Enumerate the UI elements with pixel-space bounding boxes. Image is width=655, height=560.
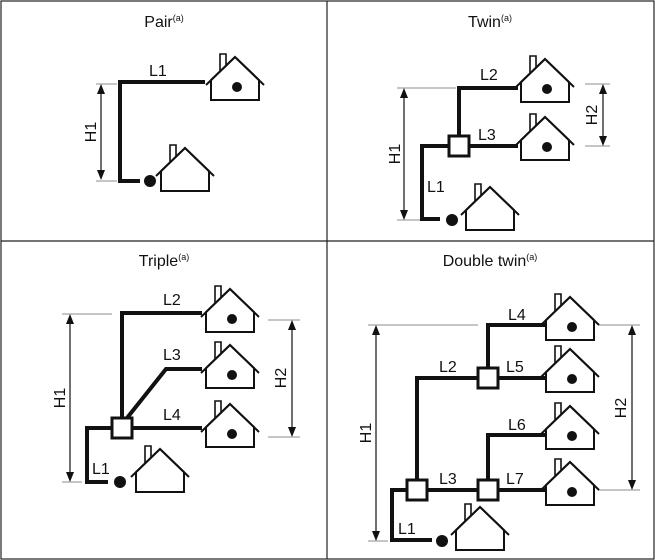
twin-label-l3: L3 (478, 127, 496, 144)
panel-triple: Triple(a) L2 L3 L4 L1 H1 H2 (52, 252, 300, 493)
triple-label-h2: H2 (273, 368, 290, 389)
twin-house-indoor-2 (515, 113, 575, 161)
double-twin-pipe-l4 (486, 323, 545, 368)
triple-house-outdoor (130, 445, 190, 493)
panel-pair: Pair(a) L1 H1 (83, 13, 265, 192)
double-twin-branch-box-main (405, 478, 429, 502)
panel-double-twin-title: Double twin(a) (443, 252, 538, 270)
double-twin-house-indoor-4 (540, 458, 600, 506)
pair-label-l1: L1 (149, 63, 167, 80)
panel-twin-title: Twin(a) (468, 13, 512, 31)
pair-label-h1: H1 (83, 122, 100, 143)
double-twin-outdoor-unit (436, 535, 448, 547)
double-twin-label-l6: L6 (508, 417, 526, 434)
triple-pipe-l2 (120, 311, 202, 418)
double-twin-house-indoor-3 (540, 402, 600, 450)
double-twin-label-l4: L4 (508, 307, 526, 324)
triple-h1-dimension (62, 313, 112, 483)
double-twin-label-l7: L7 (506, 471, 524, 488)
pair-house-indoor (205, 53, 265, 101)
twin-h2-dimension (585, 83, 610, 147)
double-twin-house-indoor-1 (540, 293, 600, 341)
panel-triple-title: Triple(a) (139, 252, 189, 270)
twin-label-l2: L2 (480, 67, 498, 84)
triple-outdoor-unit (114, 476, 126, 488)
pair-house-outdoor (155, 144, 215, 192)
double-twin-branch-box-lower (476, 478, 500, 502)
double-twin-pipe-l1 (390, 488, 432, 542)
triple-branch-box (110, 416, 134, 440)
double-twin-pipe-l6 (486, 433, 545, 480)
triple-house-indoor-2 (200, 341, 260, 389)
double-twin-label-l5: L5 (506, 359, 524, 376)
double-twin-h2-dimension (598, 324, 640, 491)
double-twin-pipe-l2 (415, 376, 478, 480)
triple-label-h1: H1 (52, 388, 69, 409)
triple-label-l2: L2 (163, 292, 181, 309)
pair-h1-dimension (96, 83, 117, 182)
twin-outdoor-unit (446, 214, 458, 226)
double-twin-house-outdoor (450, 503, 510, 551)
twin-house-outdoor (460, 183, 520, 231)
twin-label-h2: H2 (584, 105, 601, 126)
pair-outdoor-unit (144, 175, 156, 187)
double-twin-label-l1: L1 (398, 521, 416, 538)
twin-branch-box (447, 134, 471, 158)
double-twin-house-indoor-2 (540, 345, 600, 393)
double-twin-label-h2: H2 (613, 398, 630, 419)
twin-pipe-l1 (420, 144, 449, 221)
panel-pair-title: Pair(a) (144, 13, 183, 31)
double-twin-branch-box-upper (476, 366, 500, 390)
double-twin-label-l3: L3 (439, 471, 457, 488)
twin-house-indoor-1 (515, 55, 575, 103)
triple-label-l4: L4 (163, 407, 181, 424)
triple-label-l3: L3 (163, 347, 181, 364)
triple-house-indoor-1 (200, 285, 260, 333)
twin-h1-dimension (397, 87, 456, 221)
panel-twin: Twin(a) L2 L3 L1 H1 H2 (387, 13, 610, 231)
double-twin-label-h1: H1 (358, 423, 375, 444)
triple-h2-dimension (268, 319, 300, 438)
twin-label-l1: L1 (427, 179, 445, 196)
double-twin-label-l2: L2 (439, 359, 457, 376)
triple-pipe-l1 (85, 426, 112, 484)
pair-pipe (118, 80, 205, 183)
twin-pipe-l2 (457, 86, 518, 136)
double-twin-h1-dimension (368, 324, 478, 542)
panel-double-twin: Double twin(a) L4 L2 L5 L6 L3 L7 L1 H1 (358, 252, 640, 551)
twin-label-h1: H1 (387, 144, 404, 165)
triple-pipe-l3 (125, 367, 202, 420)
triple-house-indoor-3 (200, 400, 260, 448)
triple-label-l1: L1 (92, 461, 110, 478)
